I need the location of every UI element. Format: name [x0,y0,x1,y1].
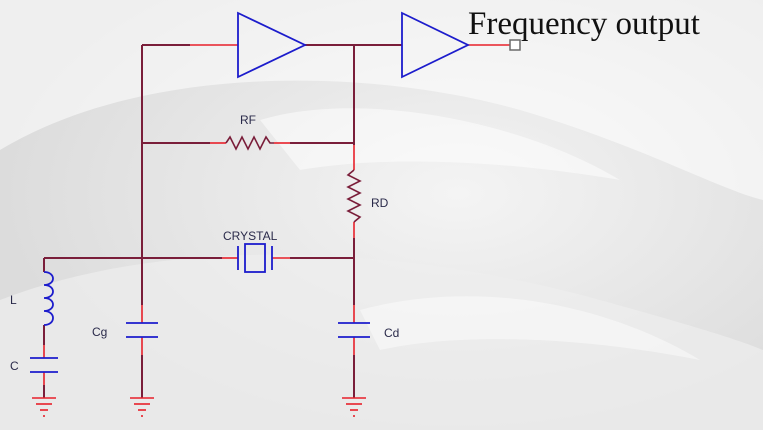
ground-1 [32,397,56,417]
inductor-l [43,271,54,326]
c-label: C [10,359,19,373]
capacitor-c [30,357,58,373]
frequency-output-label: Frequency output [468,6,700,42]
resistor-rf [225,135,274,151]
ground-3 [342,397,366,417]
output-terminal [509,39,521,51]
capacitor-cg [126,322,158,338]
wires [43,44,402,398]
rd-label: RD [371,196,389,210]
amplifier-2 [401,11,471,79]
crystal [237,243,273,273]
leads [43,44,510,385]
amplifier-1 [237,11,308,79]
cd-label: Cd [384,326,399,340]
ground-2 [130,397,154,417]
l-label: L [10,293,17,307]
rf-label: RF [240,113,256,127]
capacitor-cd [338,322,370,338]
cg-label: Cg [92,325,107,339]
resistor-rd [346,169,362,223]
crystal-label: CRYSTAL [223,229,278,243]
